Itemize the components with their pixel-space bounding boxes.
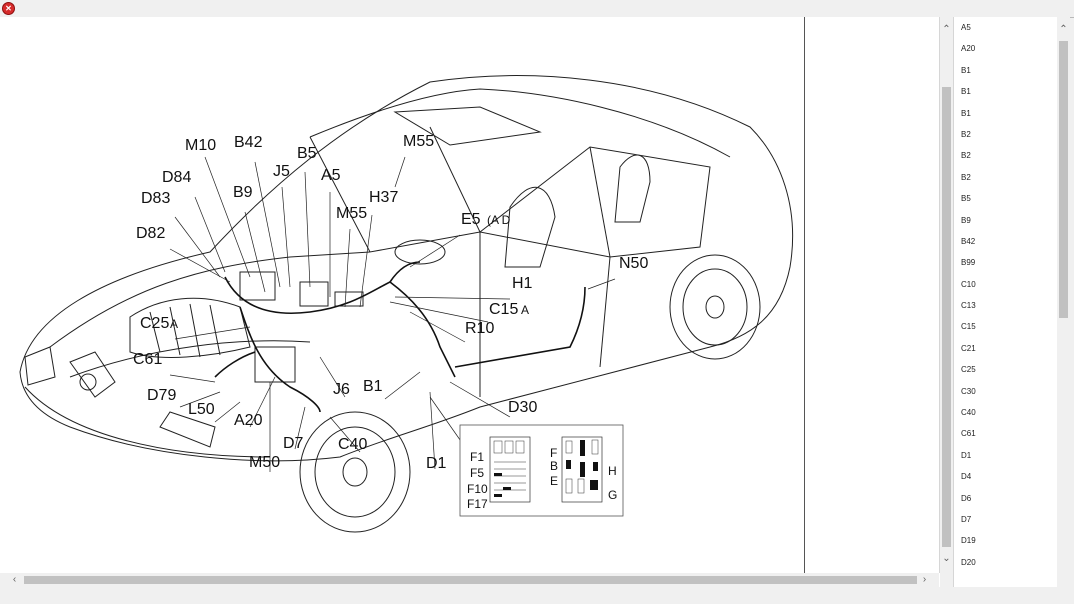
list-item[interactable]: C15 xyxy=(961,322,976,332)
scroll-thumb[interactable] xyxy=(24,576,917,584)
list-item[interactable]: C30 xyxy=(961,386,976,396)
scroll-left-icon[interactable]: ‹ xyxy=(12,574,17,585)
callout-D30: D30 xyxy=(508,399,537,416)
relay-label-H: H xyxy=(608,464,617,478)
list-item[interactable]: C21 xyxy=(961,343,976,353)
fuse-label-F5: F5 xyxy=(470,466,484,480)
callout-M10: M10 xyxy=(185,137,216,154)
close-icon[interactable]: ✕ xyxy=(2,2,15,15)
relay-label-E: E xyxy=(550,474,558,488)
callout-C15: C15 xyxy=(489,301,518,318)
callout-M55-2: M55 xyxy=(336,205,367,222)
list-item[interactable]: D20 xyxy=(961,557,976,567)
scroll-right-icon[interactable]: › xyxy=(922,574,927,585)
callout-H37: H37 xyxy=(369,189,398,206)
list-item[interactable]: C10 xyxy=(961,279,976,289)
scroll-thumb[interactable] xyxy=(942,87,951,547)
car-illustration: M10 B42 B5 M55 D84 J5 A5 D83 B9 H37 M55 … xyxy=(19,75,794,533)
list-item[interactable]: B99 xyxy=(961,258,976,268)
list-item[interactable]: B42 xyxy=(961,236,976,246)
callout-H1: H1 xyxy=(512,275,533,292)
callout-C61: C61 xyxy=(133,351,162,368)
callout-E5-suffix: (A D xyxy=(487,213,511,227)
callout-B1: B1 xyxy=(363,378,383,395)
callout-D83: D83 xyxy=(141,190,170,207)
list-item[interactable]: D1 xyxy=(961,450,972,460)
scroll-down-icon[interactable]: ⌄ xyxy=(942,553,951,564)
list-vertical-scrollbar[interactable]: ⌃ xyxy=(1057,17,1070,587)
fusebox-inset: F1 F5 F10 F17 F B E H G xyxy=(459,424,624,517)
list-item[interactable]: B2 xyxy=(961,129,971,139)
list-item[interactable]: A5 xyxy=(961,23,971,32)
list-item[interactable]: A20 xyxy=(961,44,976,54)
list-item[interactable]: C61 xyxy=(961,429,976,439)
callout-M55: M55 xyxy=(403,133,434,150)
list-item[interactable]: B2 xyxy=(961,151,971,161)
callout-C15-suffix: A xyxy=(521,303,529,317)
scroll-thumb[interactable] xyxy=(1059,41,1068,318)
relay-label-F: F xyxy=(550,446,557,460)
scroll-up-icon[interactable]: ⌃ xyxy=(1059,24,1068,35)
callout-E5: E5 xyxy=(461,211,481,228)
list-item[interactable]: C25 xyxy=(961,365,976,375)
relay-label-G: G xyxy=(608,488,617,502)
list-item[interactable]: C40 xyxy=(961,408,976,418)
title-bar: ✕ xyxy=(0,0,1074,18)
relay-label-B: B xyxy=(550,459,558,473)
fuse-label-F10: F10 xyxy=(467,482,488,496)
callout-B9: B9 xyxy=(233,184,253,201)
callout-C25: C25 xyxy=(140,315,169,332)
callout-D1: D1 xyxy=(426,455,447,472)
callout-D79: D79 xyxy=(147,387,176,404)
list-item[interactable]: B1 xyxy=(961,108,971,118)
list-item[interactable]: B9 xyxy=(961,215,971,225)
drawing-margin xyxy=(805,17,939,573)
list-item[interactable]: B1 xyxy=(961,87,971,97)
callout-D7: D7 xyxy=(283,435,304,452)
callout-B42: B42 xyxy=(234,134,263,151)
list-item[interactable]: D7 xyxy=(961,514,972,524)
fuse-label-F17: F17 xyxy=(467,497,488,511)
diagram-horizontal-scrollbar[interactable]: ‹ › xyxy=(0,573,939,587)
diagram-vertical-scrollbar[interactable]: ⌃ ⌄ xyxy=(939,17,953,573)
list-item[interactable]: C13 xyxy=(961,301,976,311)
callout-R10: R10 xyxy=(465,320,494,337)
callout-M50: M50 xyxy=(249,454,280,471)
scroll-up-icon[interactable]: ⌃ xyxy=(942,24,951,35)
callout-C40: C40 xyxy=(338,436,367,453)
callout-N50: N50 xyxy=(619,255,648,272)
status-strip xyxy=(0,587,1074,604)
list-item[interactable]: B2 xyxy=(961,172,971,182)
callout-D84: D84 xyxy=(162,169,191,186)
callout-D82: D82 xyxy=(136,225,165,242)
fuse-label-F1: F1 xyxy=(470,450,484,464)
callout-A20: A20 xyxy=(234,412,263,429)
list-item[interactable]: B1 xyxy=(961,65,971,75)
wiring-diagram[interactable]: M10 B42 B5 M55 D84 J5 A5 D83 B9 H37 M55 … xyxy=(10,17,805,573)
list-item[interactable]: D19 xyxy=(961,536,976,546)
callout-L50: L50 xyxy=(188,401,215,418)
list-item[interactable]: D4 xyxy=(961,472,972,482)
callout-A5: A5 xyxy=(321,167,341,184)
list-item[interactable]: B5 xyxy=(961,194,971,204)
callout-B5: B5 xyxy=(297,145,317,162)
callout-J5: J5 xyxy=(273,163,290,180)
callout-C25-suffix: A xyxy=(170,317,178,331)
list-item[interactable]: D6 xyxy=(961,493,972,503)
callout-J6: J6 xyxy=(333,381,350,398)
